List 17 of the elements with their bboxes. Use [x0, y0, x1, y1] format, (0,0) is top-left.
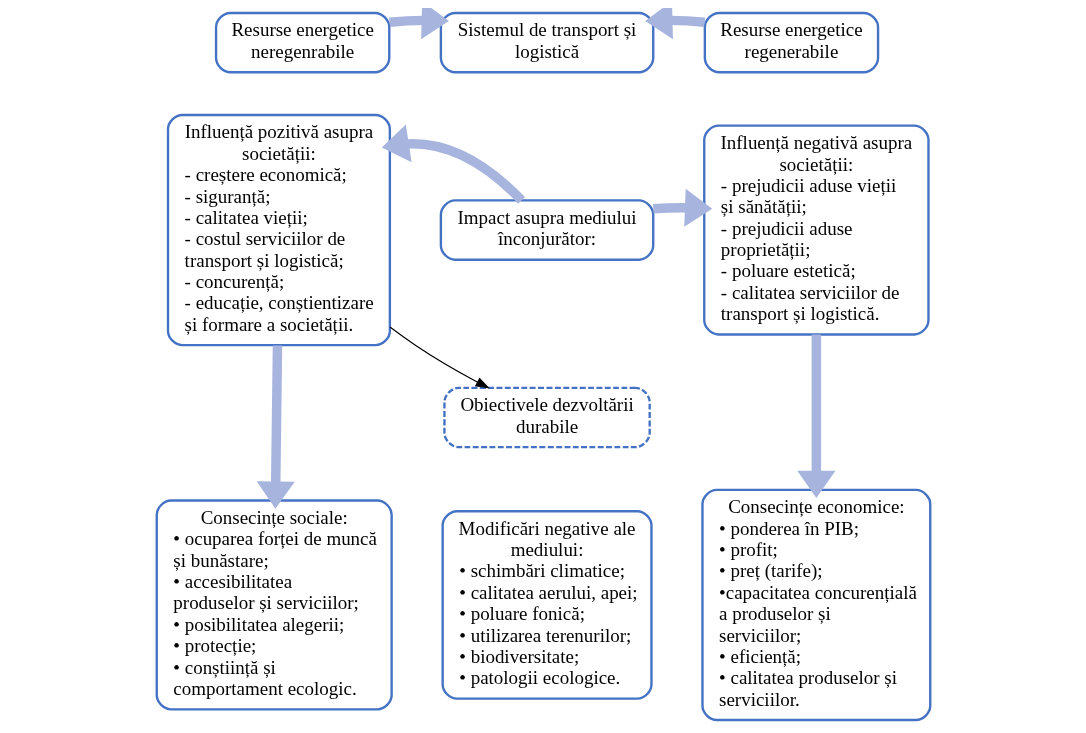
node-box: Influență pozitivă asupra societății: - creștere economică; - siguranță; - calitatea vieții; - costul serviciilor de transport și logistică; - concurență; - educație, conștientizare și formare a societății.: [166, 113, 391, 347]
node-box: Obiectivele dezvoltării durabile: [442, 386, 651, 449]
node-box: Modificări negative ale mediului: • schimbări climatice; • calitatea aerului, apei; • poluare fonică; • utilizarea terenurilor; • biodiversitate; • patologii ecologice.: [440, 510, 653, 700]
node-box: Consecințe sociale: • ocuparea forței de muncă și bunăstare; • accesibilitatea produselor și serviciilor; • posibilitatea alegerii; • protecție; • conștiință și comportament ecologic.: [155, 499, 393, 711]
arrow: [644, 8, 705, 40]
node-box: Resurse energetice regenerabile: [703, 11, 879, 74]
arrow: [256, 345, 295, 509]
node-box: Impact asupra mediului înconjurător:: [439, 199, 654, 261]
node-box: Sistemul de transport și logistică: [439, 11, 654, 74]
arrow: [652, 188, 712, 227]
node-box: Consecințe economice: • ponderea în PIB; • profit; • preț (tarife); •capacitatea concurențială a produselor și serviciilor; • eficiență; • calitatea produselor și serviciilor.: [700, 488, 931, 722]
arrow: [796, 334, 835, 499]
arrow: [388, 8, 449, 40]
arrow: [388, 326, 490, 389]
arrow: [381, 124, 525, 204]
node-box: Influență negativă asupra societății: - prejudicii aduse vieții și sănătății; - prejudicii aduse proprietății; - poluare estetică; - calitatea serviciilor de transport și logistică.: [702, 124, 930, 336]
node-box: Resurse energetice neregenrabile: [214, 11, 390, 74]
